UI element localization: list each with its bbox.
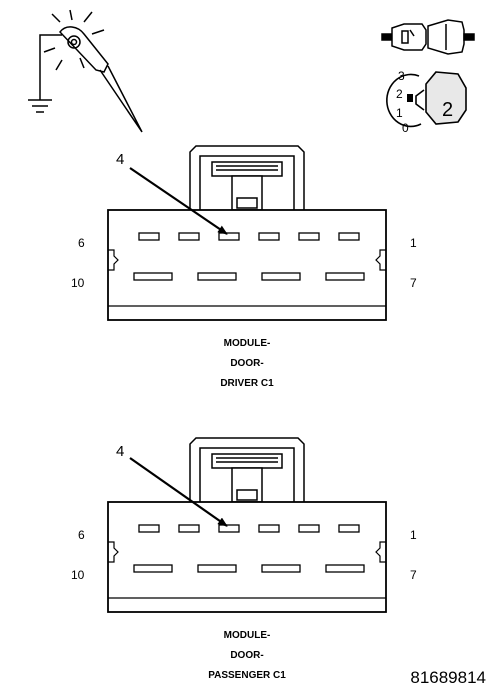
connector-body <box>107 501 387 613</box>
cavity-1 <box>338 524 360 533</box>
cavity-7 <box>325 272 365 281</box>
pin-label-top-left: 6 <box>78 236 85 250</box>
cavity-row-bottom <box>133 564 365 573</box>
callout-number: 4 <box>116 151 124 168</box>
connector-label-line-3: DRIVER C1 <box>220 378 274 389</box>
pin-label-top-right: 1 <box>410 528 417 542</box>
connector-body <box>107 209 387 321</box>
connector-passenger: 4 6 1 10 7 MODULE- DOOR- PASSENGER C1 <box>71 437 417 681</box>
connector-plug-icon <box>381 19 475 55</box>
cavity-8 <box>261 272 301 281</box>
cavity-5 <box>178 524 200 533</box>
test-light-ground-icon <box>28 9 143 133</box>
cavity-7 <box>325 564 365 573</box>
cavity-6 <box>138 524 160 533</box>
figure-number: 81689814 <box>410 668 486 687</box>
cavity-8 <box>261 564 301 573</box>
pin-label-bottom-left: 10 <box>71 568 85 582</box>
cavity-3 <box>258 524 280 533</box>
cavity-row-top <box>138 232 360 241</box>
cavity-row-top <box>138 524 360 533</box>
cavity-6 <box>138 232 160 241</box>
pin-label-top-right: 1 <box>410 236 417 250</box>
pin-label-top-left: 6 <box>78 528 85 542</box>
callout-arrow <box>129 167 228 235</box>
pin-label-bottom-right: 7 <box>410 276 417 290</box>
pin-label-bottom-right: 7 <box>410 568 417 582</box>
ignition-position-2: 2 <box>396 87 403 101</box>
connector-driver: 4 6 1 10 7 MODULE- DOOR- DRIVER C1 <box>71 145 417 389</box>
cavity-2 <box>298 232 320 241</box>
ignition-key-icon: 3 2 1 0 2 <box>386 69 467 135</box>
cavity-3 <box>258 232 280 241</box>
cavity-1 <box>338 232 360 241</box>
cavity-9 <box>197 564 237 573</box>
ignition-position-1: 1 <box>396 106 403 120</box>
callout-arrow <box>129 457 228 527</box>
cavity-row-bottom <box>133 272 365 281</box>
connector-label-line-2: DOOR- <box>230 358 263 369</box>
cavity-10 <box>133 272 173 281</box>
pin-label-bottom-left: 10 <box>71 276 85 290</box>
connector-label-line-1: MODULE- <box>224 630 271 641</box>
cavity-10 <box>133 564 173 573</box>
connector-label-line-2: DOOR- <box>230 650 263 661</box>
connector-latch <box>189 437 305 503</box>
cavity-2 <box>298 524 320 533</box>
connector-label-line-3: PASSENGER C1 <box>208 670 286 681</box>
cavity-4 <box>218 524 240 533</box>
connector-latch <box>189 145 305 211</box>
callout-number: 4 <box>116 443 124 460</box>
connector-label-line-1: MODULE- <box>224 338 271 349</box>
cavity-5 <box>178 232 200 241</box>
ignition-position-0: 0 <box>402 121 409 135</box>
ignition-position-3: 3 <box>398 69 405 83</box>
cavity-9 <box>197 272 237 281</box>
cavity-4 <box>218 232 240 241</box>
ignition-key-number: 2 <box>442 99 453 121</box>
